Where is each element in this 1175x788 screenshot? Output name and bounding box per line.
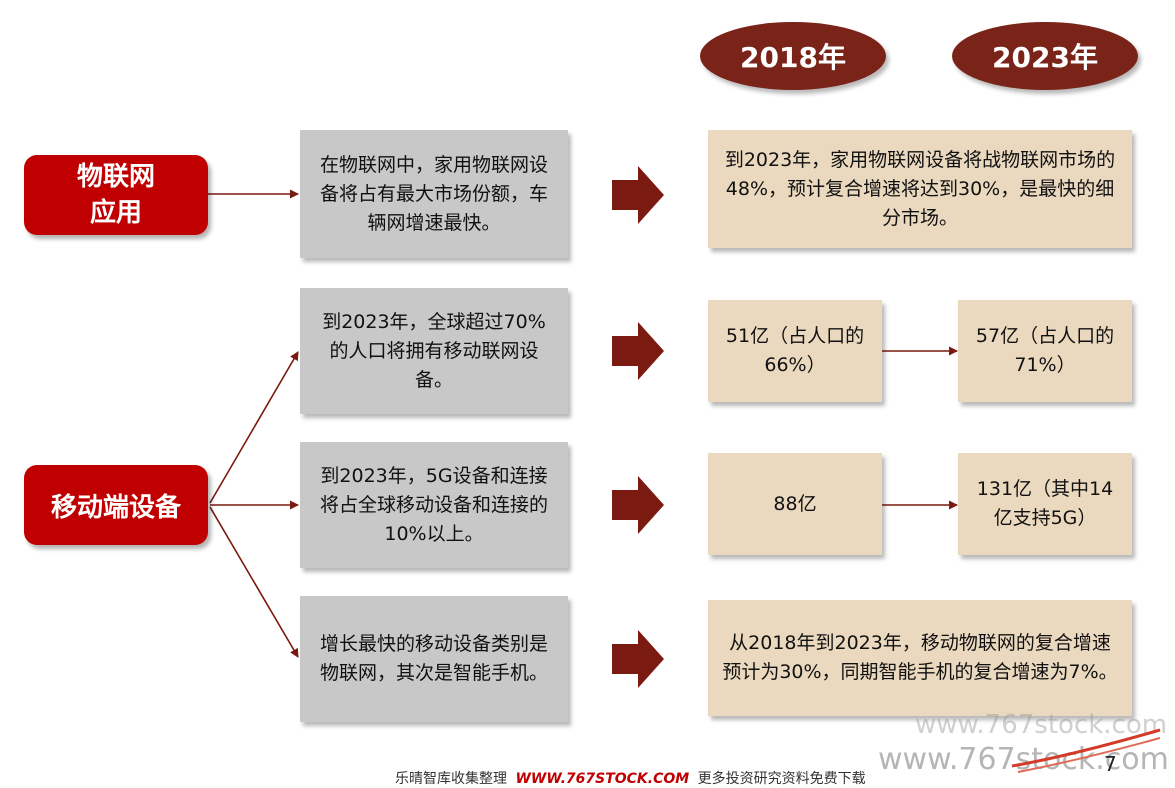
- result-devices-2023: 131亿（其中14亿支持5G）: [958, 453, 1132, 555]
- statement-fastest-category: 增长最快的移动设备类别是物联网，其次是智能手机。: [300, 596, 568, 722]
- footer-suffix: 更多投资研究资料免费下载: [697, 771, 866, 787]
- result-growth-rates: 从2018年到2023年，移动物联网的复合增速预计为30%，同期智能手机的复合增…: [708, 600, 1132, 716]
- footer-prefix: 乐晴智库收集整理: [395, 771, 507, 787]
- category-iot-application: 物联网 应用: [24, 155, 208, 235]
- footer-site-link[interactable]: WWW.767STOCK.COM: [515, 771, 690, 787]
- result-devices-2018: 88亿: [708, 453, 882, 555]
- statement-5g-share: 到2023年，5G设备和连接将占全球移动设备和连接的10%以上。: [300, 442, 568, 568]
- result-iot-2023: 到2023年，家用物联网设备将战物联网市场的48%，预计复合增速将达到30%，是…: [708, 130, 1132, 248]
- statement-mobile-population: 到2023年，全球超过70%的人口将拥有移动联网设备。: [300, 288, 568, 414]
- red-swoosh-logo: [1011, 728, 1161, 773]
- category-iot-line1: 物联网: [76, 162, 155, 192]
- category-mobile-devices: 移动端设备: [24, 465, 208, 545]
- arrow-row1-icon: [612, 166, 664, 224]
- category-iot-line2: 应用: [89, 198, 142, 228]
- footer-bar: 乐晴智库收集整理 WWW.767STOCK.COM 更多投资研究资料免费下载: [395, 768, 866, 788]
- statement-iot-market: 在物联网中，家用物联网设备将占有最大市场份额，车辆网增速最快。: [300, 130, 568, 258]
- result-mobile-users-2018: 51亿（占人口的66%）: [708, 300, 882, 402]
- connector-mobile-to-statement-1: [209, 351, 299, 504]
- arrow-row3-icon: [612, 476, 664, 534]
- watermark-upper: www.767stock.com: [915, 710, 1168, 740]
- arrow-row4-icon: [612, 630, 664, 688]
- year-2023-badge: 2023年: [952, 22, 1138, 90]
- page-number: 7: [1104, 752, 1117, 776]
- result-mobile-users-2023: 57亿（占人口的71%）: [958, 300, 1132, 402]
- connector-mobile-to-statement-3: [209, 506, 299, 658]
- arrow-row2-icon: [612, 322, 664, 380]
- year-2018-badge: 2018年: [700, 22, 886, 90]
